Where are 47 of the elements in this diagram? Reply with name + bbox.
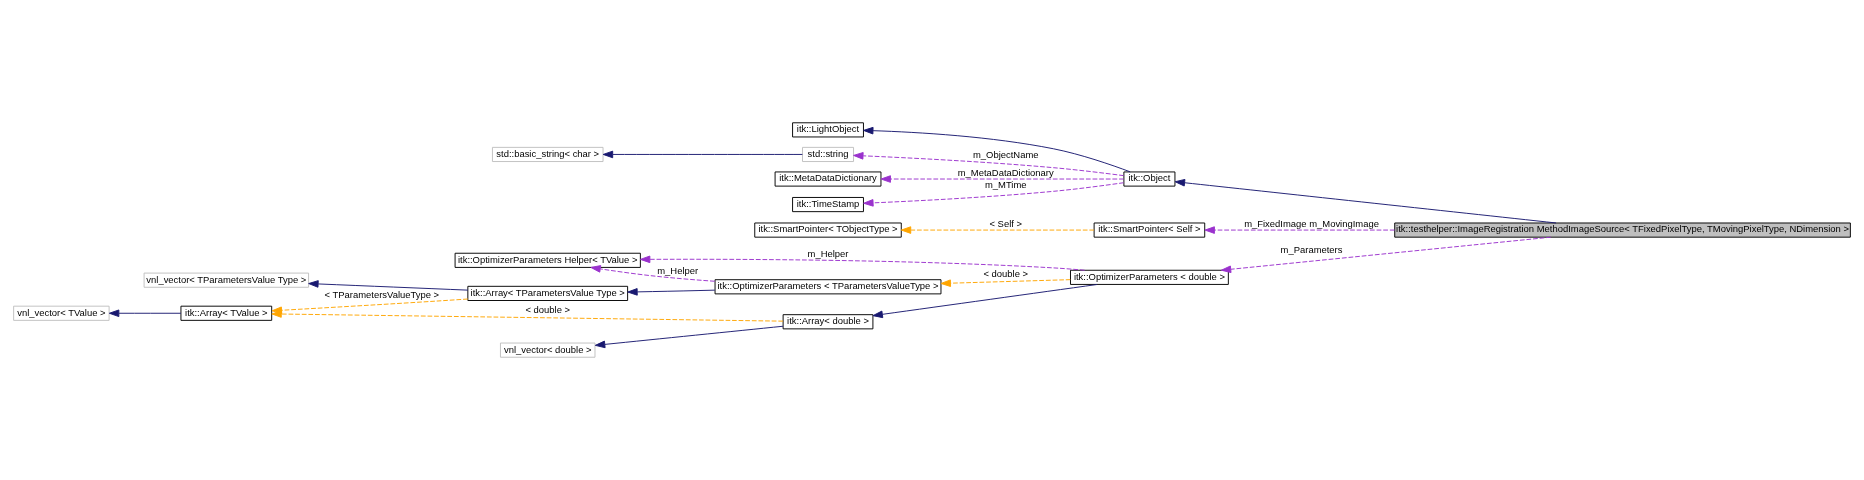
arrow [627, 288, 716, 296]
node-box: vnl_vector< TParametersValue Type > [143, 272, 310, 288]
node-box: itk::Array< double > [782, 314, 874, 330]
arrow [880, 175, 1125, 183]
arrow [108, 309, 182, 318]
node-box: itk::SmartPointer< Self > [1093, 222, 1206, 238]
edge-label: < Self > [989, 218, 1022, 230]
arrow [900, 226, 1095, 234]
edge-label: m_MetaDataDictionary [957, 167, 1054, 179]
arrow [308, 280, 469, 291]
node-box: itk::OptimizerParameters Helper< TValue > [454, 252, 641, 268]
node-box: itk::Array< TValue > [180, 305, 273, 321]
edge-label: m_FixedImage m_MovingImage [1244, 218, 1379, 230]
node-box: std::basic_string< char > [491, 146, 604, 162]
edge-label: m_MTime [984, 179, 1027, 191]
arrow [639, 255, 1086, 271]
arrow [1174, 178, 1557, 224]
node-box: vnl_vector< double > [500, 342, 596, 358]
node-box: itk::TimeStamp [792, 197, 864, 213]
node-box: itk::Array< TParametersValue Type > [467, 285, 629, 301]
arrow [853, 152, 1124, 177]
arrow [590, 265, 716, 282]
node-box: itk::OptimizerParameters < TParametersValueType > [714, 279, 942, 295]
node-box: std::string [802, 146, 854, 162]
edge-label: m_Helper [657, 264, 699, 276]
arrow [940, 279, 1071, 287]
arrow [1220, 236, 1552, 274]
arrow [872, 284, 1098, 319]
arrow [1204, 226, 1396, 234]
node-box: vnl_vector< TValue > [13, 305, 110, 321]
arrow [602, 150, 803, 159]
arrow [863, 126, 1131, 173]
node-box: itk::MetaDataDictionary [774, 171, 882, 187]
edge-label: m_Helper [807, 247, 849, 259]
arrow [594, 325, 784, 349]
edge-label: < TParametersValueType > [324, 289, 440, 301]
node-box: itk::SmartPointer< TObjectType > [754, 222, 902, 238]
node-box: itk::LightObject [792, 122, 864, 138]
node-box: itk::testhelper::ImageRegistration MethodImageSource< TFixedPixelType, TMovingPixelType, NDimension > [1394, 222, 1851, 238]
edge-label: m_ObjectName [972, 149, 1039, 161]
arrow [863, 182, 1124, 207]
node-box: itk::OptimizerParameters < double > [1070, 269, 1229, 285]
node-box: itk::Object [1123, 171, 1176, 187]
edge-label: < double > [525, 304, 571, 316]
edge-label: m_Parameters [1280, 243, 1343, 255]
edge-label: < double > [983, 268, 1029, 280]
arrow [271, 310, 784, 322]
